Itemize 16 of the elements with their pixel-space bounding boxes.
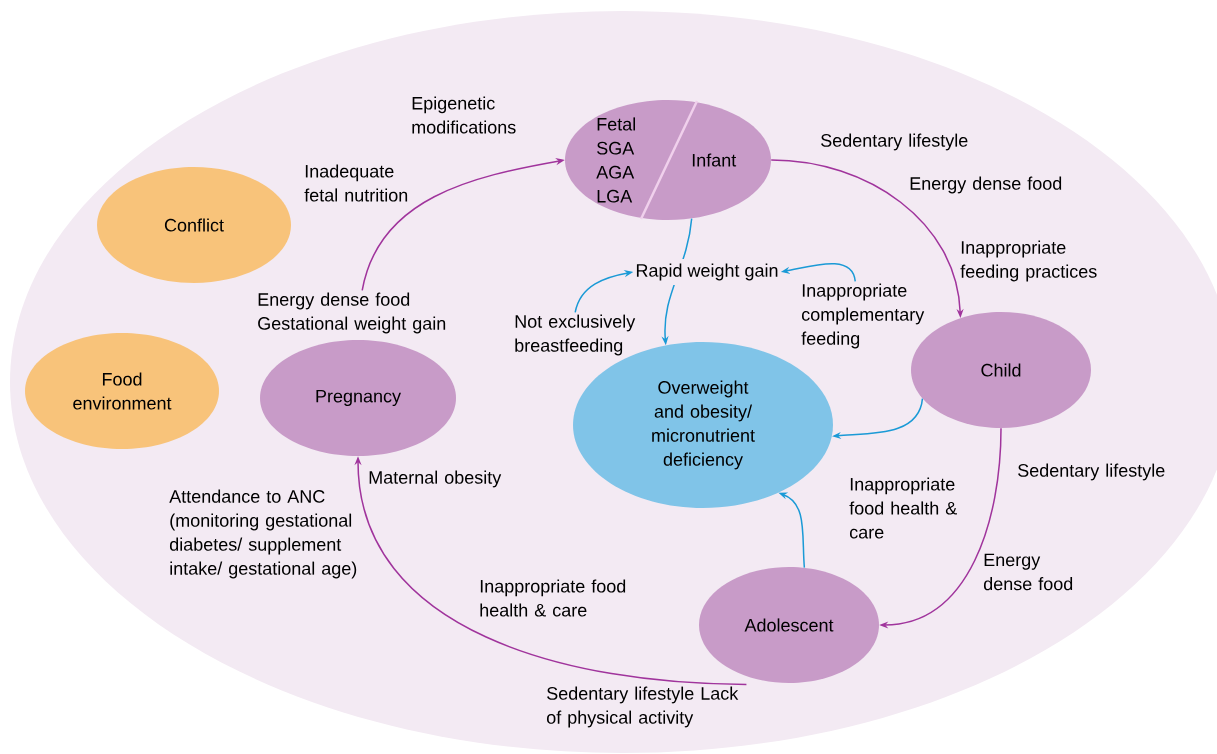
annotation-text: Sedentary lifestyle [1018, 463, 1165, 481]
annotation-text: Energy dense food [983, 553, 1073, 591]
annotation-text: Sedentary lifestyle [821, 133, 968, 151]
node-label: Fetal SGA AGA LGA [596, 117, 635, 203]
annotation-text: Inappropriate food health & care [849, 477, 957, 539]
node-text: Sedentary lifestyle Lack of physical activity [546, 686, 739, 728]
annotation-text: Epigenetic modifications [412, 96, 516, 134]
annotation-text: Inappropriate food health & care [480, 579, 626, 617]
annotation-text: Maternal obesity [369, 470, 502, 488]
annotation-text: Inadequate fetal nutrition [304, 164, 408, 202]
annotation-text: Inappropriate feeding practices [960, 240, 1097, 282]
node-text: Rapid weight gain [636, 263, 778, 281]
annotation-text: Attendance to ANC (monitoring gestational diabetes/ supplement intake/ gestational age) [169, 489, 357, 579]
annotation-text: Energy dense food [910, 176, 1062, 194]
node-text: Energy dense food Gestational weight gain [258, 292, 446, 334]
node-label: Infant [692, 153, 737, 167]
